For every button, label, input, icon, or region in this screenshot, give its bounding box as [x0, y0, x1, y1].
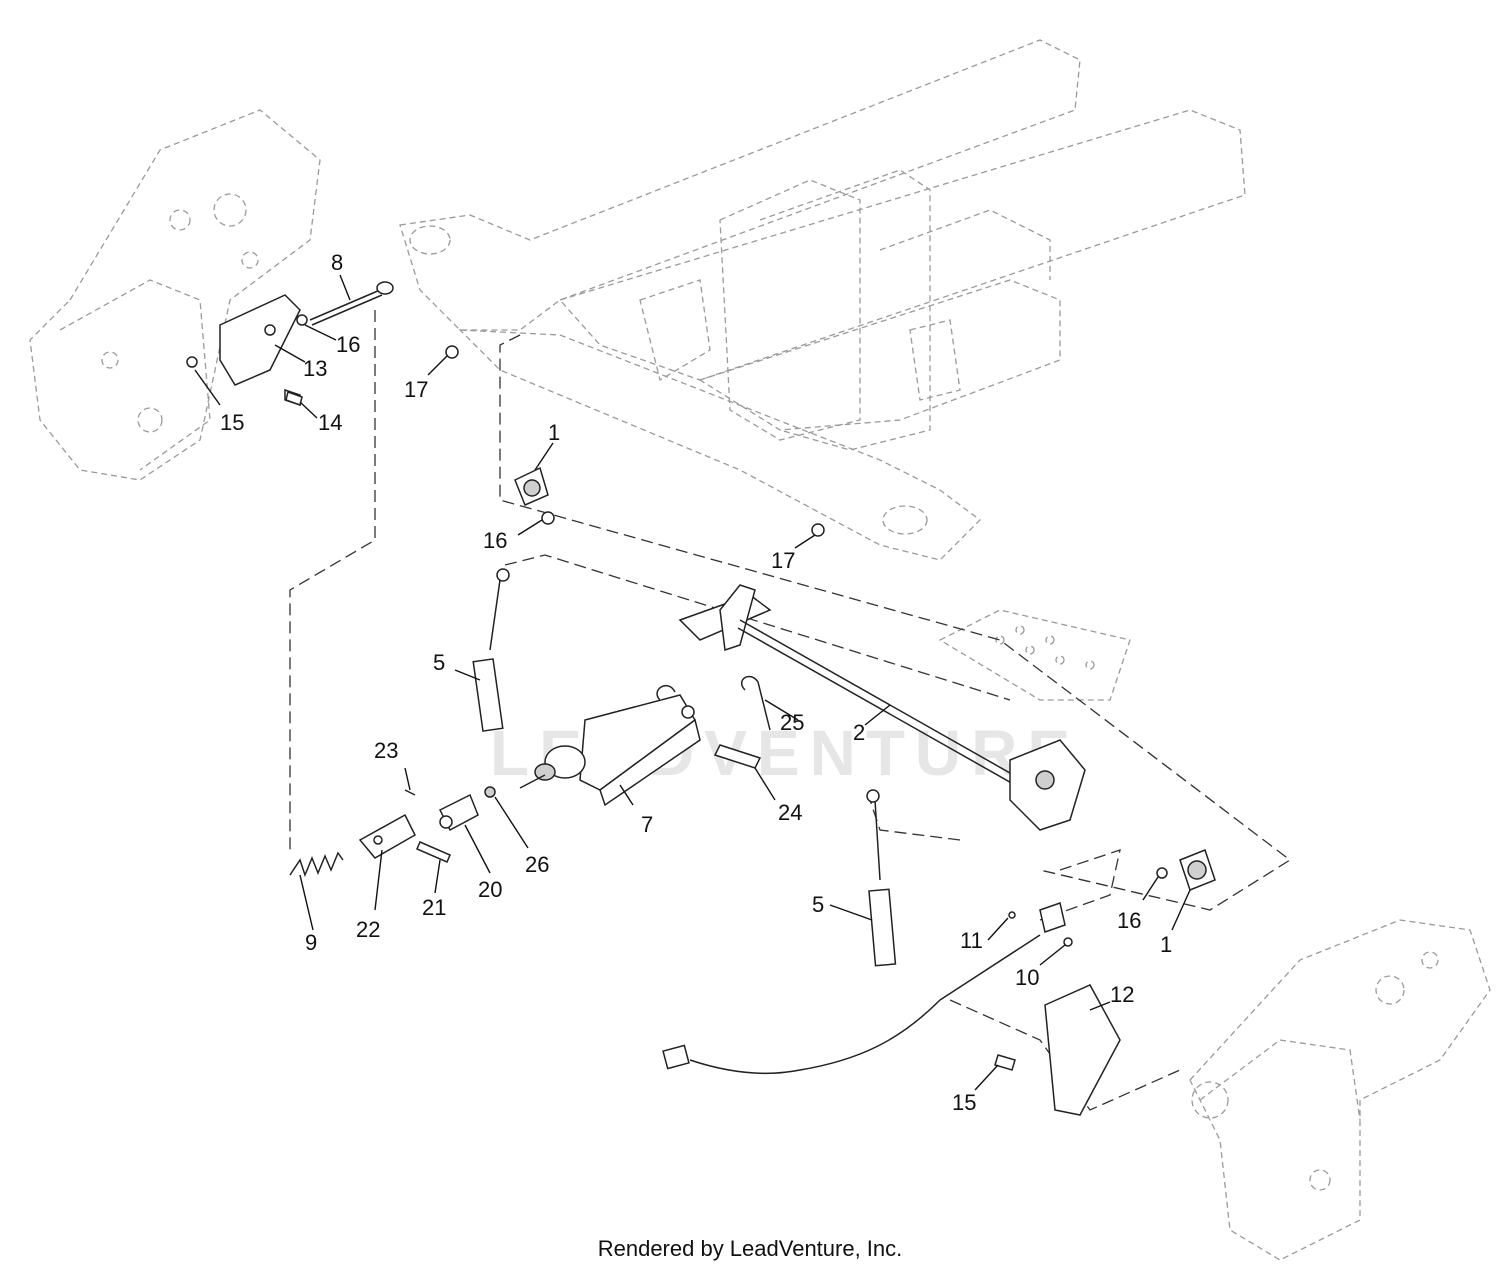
clip-part — [1008, 911, 1016, 919]
callout-label: 22 — [356, 917, 380, 942]
spring-bracket-part — [186, 294, 308, 407]
callout-label: 11 — [960, 928, 983, 953]
frame-ghost — [29, 39, 1491, 1261]
callout-label: 23 — [374, 738, 398, 763]
callout-label: 16 — [1117, 908, 1141, 933]
leader-lines — [194, 274, 1191, 1091]
nut-part — [811, 523, 825, 537]
cable-bracket-plate-part — [1044, 984, 1121, 1116]
eyebolt-part — [309, 281, 394, 326]
callout-label: 20 — [478, 877, 502, 902]
bearing-flange-right-part — [1156, 849, 1216, 891]
callout-label: 5 — [812, 892, 824, 917]
callout-label: 12 — [1110, 982, 1134, 1007]
callout-label: 2 — [853, 720, 865, 745]
pin-part — [404, 789, 416, 796]
callout-label: 5 — [433, 650, 445, 675]
callout-label: 24 — [778, 800, 802, 825]
callout-label: 25 — [780, 710, 804, 735]
pin-part — [416, 841, 451, 863]
callout-label: 7 — [641, 812, 653, 837]
nut-part — [445, 345, 459, 359]
shaft-part — [678, 584, 1086, 831]
callout-label: 1 — [1160, 932, 1172, 957]
bolt-part — [285, 391, 303, 406]
callout-label: 17 — [771, 548, 795, 573]
cable-part — [662, 934, 1041, 1075]
turnbuckle-link-upper-part — [472, 568, 510, 732]
callout-label: 17 — [404, 377, 428, 402]
hair-clip-part — [656, 684, 676, 701]
callout-label: 16 — [483, 528, 507, 553]
callout-label: 13 — [303, 356, 327, 381]
callout-label: 21 — [422, 895, 446, 920]
hair-clip-part — [740, 675, 771, 731]
render-credit: Rendered by LeadVenture, Inc. — [597, 1236, 903, 1261]
callout-label: 15 — [220, 410, 244, 435]
spring-part — [289, 851, 344, 878]
cable-bracket-part — [1039, 902, 1066, 933]
callout-label: 15 — [952, 1090, 976, 1115]
callout-label: 14 — [318, 410, 342, 435]
turnbuckle-link-lower-part — [866, 789, 897, 967]
callout-labels: 8 16 13 15 14 17 1 16 17 5 25 2 23 7 24 … — [220, 250, 1172, 1115]
callout-label: 10 — [1015, 965, 1039, 990]
lever-part — [358, 813, 416, 859]
assembly-lines — [289, 310, 1292, 1111]
callout-label: 16 — [336, 332, 360, 357]
callout-label: 26 — [525, 852, 549, 877]
pin-part — [1063, 937, 1073, 947]
callout-label: 1 — [548, 420, 560, 445]
washer-part — [484, 786, 496, 798]
callout-label: 9 — [305, 930, 317, 955]
callout-label: 8 — [331, 250, 343, 275]
bolt-part — [994, 1054, 1016, 1071]
actuator-part — [519, 694, 701, 807]
bearing-flange-left-part — [514, 466, 555, 525]
